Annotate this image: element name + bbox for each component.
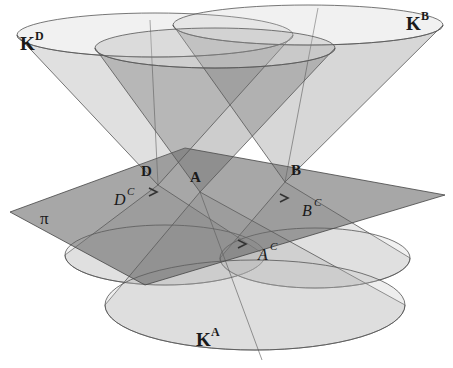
cone-superscript: A [211,326,220,338]
point-label: D [141,164,152,179]
point-label: A [258,247,268,263]
cone-name: K [20,34,35,53]
point-label: A [190,170,201,185]
cone-superscript: B [421,10,429,22]
cone-superscript: D [35,30,44,42]
point-label: B [302,203,312,219]
point-label: D [114,192,126,208]
cone-name: K [406,14,421,33]
superscript: C [270,241,277,252]
superscript: C [127,186,134,197]
superscript: C [314,197,321,208]
point-label: B [291,163,301,178]
cone-name: K [196,330,211,349]
plane-label: π [40,210,49,227]
